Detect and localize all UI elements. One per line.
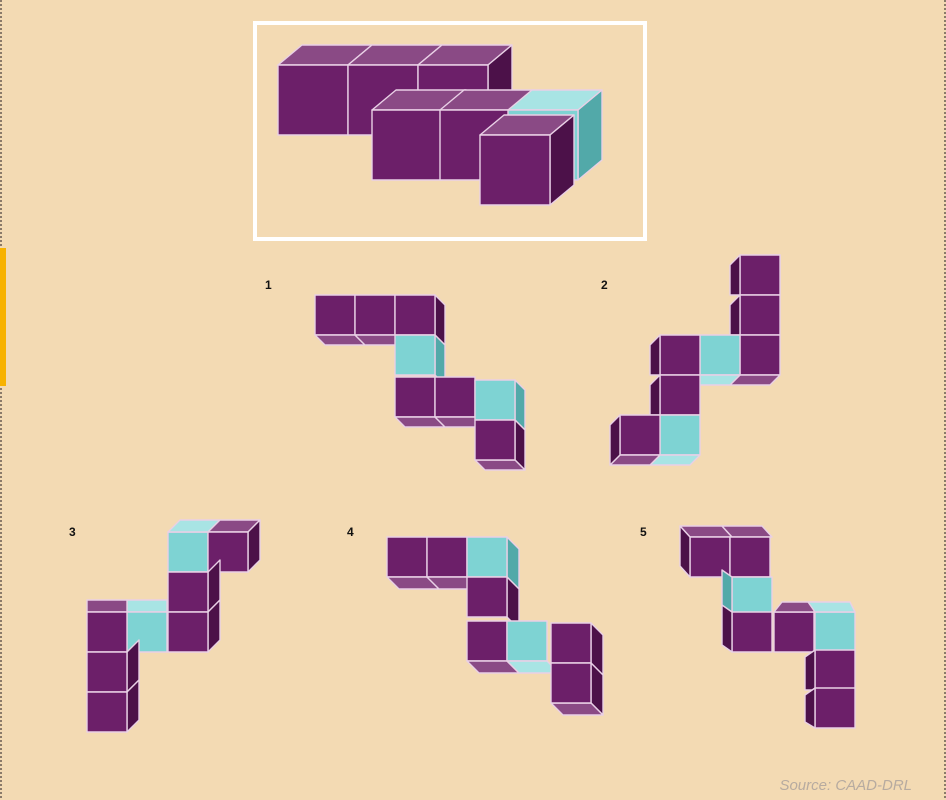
cube-front-face — [168, 572, 208, 612]
cube-front-face — [372, 110, 442, 180]
option-5-number: 5 — [640, 525, 647, 539]
purple-cube — [467, 621, 507, 661]
cube-front-face — [87, 652, 127, 692]
cube-front-face — [427, 537, 467, 577]
cube-top-face — [87, 600, 127, 612]
cube-front-face — [660, 415, 700, 455]
cube-front-face — [315, 295, 355, 335]
purple-cube — [740, 335, 780, 375]
cube-front-face — [700, 335, 740, 375]
cube-front-face — [740, 295, 780, 335]
purple-cube — [315, 295, 355, 335]
option-3-number: 3 — [69, 525, 76, 539]
cube-front-face — [815, 612, 855, 652]
option-2-figure[interactable] — [610, 255, 780, 465]
source-credit: Source: CAAD-DRL — [779, 777, 912, 794]
option-2-number: 2 — [601, 278, 608, 292]
cube-left-face — [722, 605, 732, 652]
option-4-figure[interactable] — [387, 537, 603, 715]
cube-left-face — [805, 650, 815, 690]
option-1-figure[interactable] — [315, 295, 525, 470]
cube-left-face — [650, 375, 660, 415]
cube-front-face — [507, 621, 547, 661]
cube-front-face — [87, 612, 127, 652]
cube-front-face — [168, 532, 208, 572]
cube-left-face — [650, 335, 660, 375]
purple-cube — [87, 600, 127, 652]
cube-left-face — [805, 688, 815, 728]
cube-front-face — [551, 623, 591, 663]
cube-left-face — [730, 295, 740, 335]
cube-front-face — [475, 420, 515, 460]
purple-cube — [387, 537, 427, 577]
purple-cube — [427, 537, 467, 577]
purple-cube — [660, 375, 700, 415]
cube-front-face — [395, 335, 435, 375]
cyan-cube — [732, 577, 772, 617]
cube-front-face — [660, 335, 700, 375]
cube-front-face — [732, 612, 772, 652]
cube-top-face — [127, 600, 167, 612]
purple-cube — [730, 537, 770, 577]
cube-front-face — [551, 663, 591, 703]
purple-cube — [740, 295, 780, 335]
cube-front-face — [732, 577, 772, 617]
purple-cube — [740, 255, 780, 295]
cube-front-face — [87, 692, 127, 732]
purple-cube — [815, 650, 855, 690]
cube-front-face — [815, 688, 855, 728]
cube-front-face — [387, 537, 427, 577]
cyan-cube — [168, 532, 208, 572]
cyan-cube — [815, 612, 855, 652]
option-4-number: 4 — [347, 525, 354, 539]
cube-front-face — [815, 650, 855, 690]
purple-cube — [395, 377, 435, 417]
cube-front-face — [480, 135, 550, 205]
cube-front-face — [660, 375, 700, 415]
cube-front-face — [740, 335, 780, 375]
reference-figure — [278, 45, 602, 205]
cube-front-face — [730, 537, 770, 577]
purple-cube — [660, 335, 700, 375]
cube-front-face — [395, 377, 435, 417]
purple-cube — [435, 377, 475, 417]
purple-cube — [774, 612, 814, 652]
cube-front-face — [620, 415, 660, 455]
cyan-cube — [660, 415, 700, 455]
cube-front-face — [395, 295, 435, 335]
purple-cube — [475, 420, 525, 470]
cube-front-face — [355, 295, 395, 335]
option-3-figure[interactable] — [87, 520, 260, 732]
cyan-cube — [127, 600, 167, 652]
cube-left-face — [730, 255, 740, 295]
cyan-cube — [700, 335, 740, 375]
cyan-cube — [507, 621, 547, 661]
cube-front-face — [475, 380, 515, 420]
purple-cube — [355, 295, 395, 335]
option-5-figure[interactable] — [680, 526, 855, 728]
cube-front-face — [774, 612, 814, 652]
purple-cube — [620, 415, 660, 455]
cube-front-face — [278, 65, 348, 135]
cube-front-face — [168, 612, 208, 652]
cube-front-face — [467, 621, 507, 661]
purple-cube — [480, 115, 574, 205]
purple-cube — [815, 688, 855, 728]
cube-front-face — [467, 537, 507, 577]
cube-front-face — [740, 255, 780, 295]
option-1-number: 1 — [265, 278, 272, 292]
cube-top-face — [808, 602, 855, 612]
cube-front-face — [435, 377, 475, 417]
purple-cube — [732, 612, 772, 652]
purple-cube — [551, 663, 603, 715]
cube-front-face — [467, 577, 507, 617]
